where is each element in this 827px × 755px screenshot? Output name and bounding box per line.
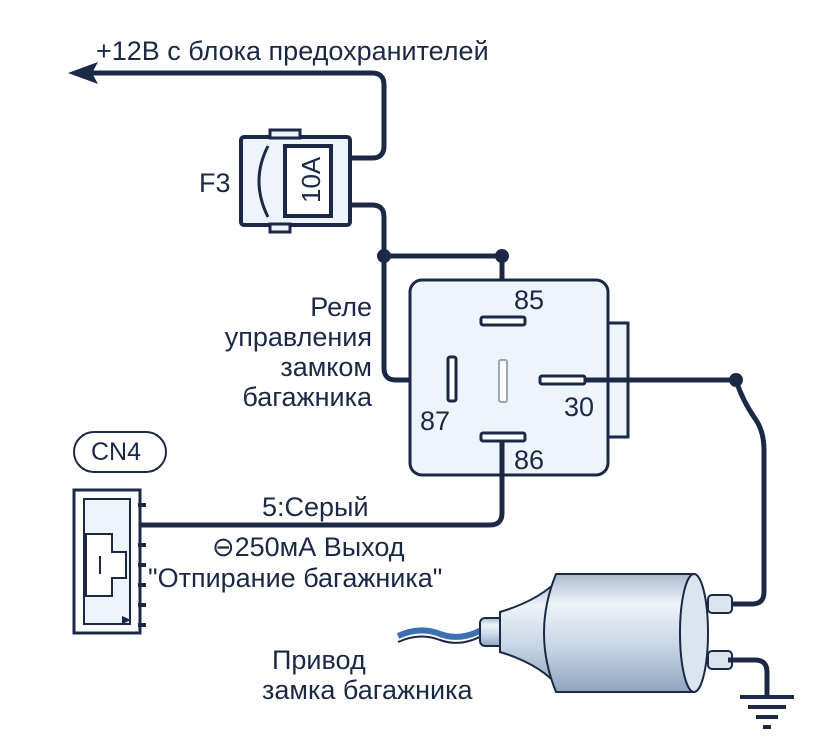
output-wire [138, 441, 505, 528]
actuator-label: Привод замка багажника [262, 645, 532, 705]
relay-to-actuator-wire [585, 377, 767, 607]
output-wire-label: 5:Серый [262, 492, 369, 522]
ground-icon [740, 695, 794, 729]
relay-title-line: управления [224, 322, 372, 352]
supply-wire [92, 70, 387, 161]
actuator-label-line: Привод [272, 645, 366, 675]
fuse-rating: 10A [296, 156, 326, 203]
relay-title: Реле управления замком багажника [180, 292, 372, 412]
junction-dot [729, 373, 743, 387]
ground-wire [728, 657, 770, 696]
fuse-name: F3 [199, 168, 231, 198]
cn4-label-frame [73, 431, 167, 473]
relay-pin-86: 86 [514, 445, 545, 475]
actuator-label-line: замка багажника [262, 675, 473, 705]
relay-title-line: багажника [242, 382, 372, 412]
fuse-f3 [239, 128, 352, 234]
trunk-actuator [396, 573, 733, 693]
output-current-label: ⊖250мА Выход [212, 532, 405, 562]
supply-arrow-icon [68, 62, 98, 84]
junction-dot [377, 249, 391, 263]
junction-dot [495, 249, 509, 263]
connector-name: CN4 [91, 438, 142, 466]
relay-pin-85: 85 [514, 285, 545, 315]
relay-pin-30: 30 [564, 392, 595, 422]
output-function-label: "Отпирание багажника" [148, 563, 443, 593]
cn4-connector [72, 488, 146, 635]
relay-title-line: замком [280, 352, 372, 382]
supply-label: +12В с блока предохранителей [96, 36, 489, 66]
relay-pin-87: 87 [420, 406, 451, 436]
relay-title-line: Реле [310, 292, 372, 322]
